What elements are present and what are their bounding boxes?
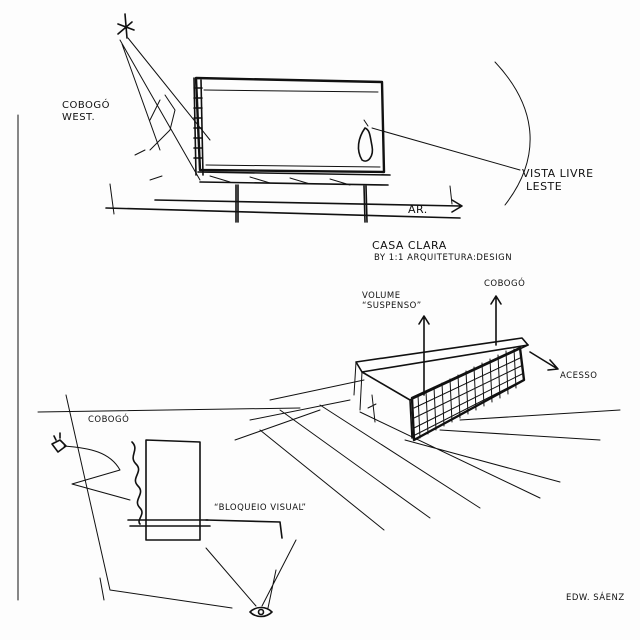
cobogo-wall-section [193,77,204,176]
label-ar: AR. [408,203,428,216]
label-volume-line1: Volume [362,291,401,301]
sun-icon [117,13,135,39]
boundary-tick [99,577,105,601]
cobogo-hatch-horizontal [412,357,524,437]
eye-icon-left [51,432,67,453]
label-acesso: Acesso [560,371,598,381]
air-arrow [154,199,463,213]
label-cobogo-west: Cobogó West. [62,100,110,123]
figure-west [149,94,176,151]
support-line [367,394,377,423]
label-bloqueio-visual: “Bloqueio Visual” [214,503,307,513]
plan-sketch [51,394,297,618]
site-boundary [65,394,233,609]
eye-pupil [257,608,265,616]
sightline-left [63,445,131,501]
label-cobogo-top: Cobogó [484,279,526,289]
label-cobogo-west-line1: Cobogó [62,100,111,111]
plan-wall-right [205,519,283,539]
section-sketch [105,13,531,223]
person-figure [357,127,374,162]
label-volume-line2: “Suspenso” [362,300,422,311]
cobogo-plan-edge [131,441,143,525]
slab-hatch [209,175,351,186]
acesso-arrow [529,351,559,371]
volume-arrow [418,315,430,396]
label-cobogo-plan: Cobogó [88,415,130,425]
cobogo-facade [410,346,526,442]
ground-ticks [109,183,453,215]
cobogo-arrow [490,295,502,346]
label-volume-suspenso: Volume “Suspenso” [362,291,422,312]
sun-ray [119,37,211,181]
label-casa-clara: Casa Clara [372,239,447,252]
horizon-arc [494,61,531,206]
label-by-line: By 1:1 Arquitetura:Design [374,253,513,263]
plan-volume [145,439,201,541]
volume-inner-lines [203,89,381,168]
sightline-bottom [205,539,297,609]
label-vista-livre-line1: Vista Livre [522,167,594,180]
floor-slab [197,171,391,186]
eye-icon-bottom [249,606,273,618]
view-line-east [371,127,521,171]
ground-marks [134,149,163,181]
volume-section-box [194,76,386,174]
person-head [363,119,369,127]
volume-front-edge [353,361,363,411]
label-vista-livre: Vista Livre Leste [522,167,594,193]
label-cobogo-west-line2: West. [62,111,96,123]
label-vista-livre-line2: Leste [526,179,563,193]
ground-line [105,207,461,219]
label-signature: Edw. Sáenz [566,593,625,603]
pillars [235,184,368,223]
horizon-line [37,407,301,413]
perspective-sketch [37,295,621,531]
plan-wall [127,519,211,527]
ground-grid-lines [234,379,621,531]
